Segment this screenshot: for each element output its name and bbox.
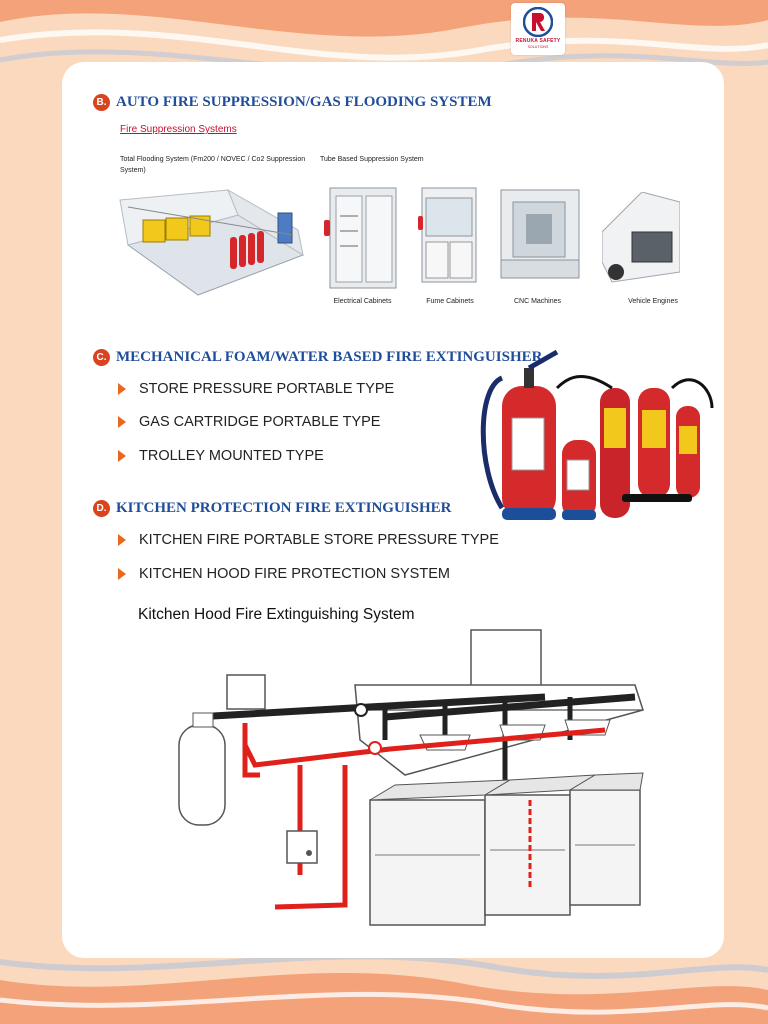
section-c-title: MECHANICAL FOAM/WATER BASED FIRE EXTINGU… [116, 348, 543, 365]
fume-cabinet-image [418, 187, 477, 283]
caption-vehicle-engines: Vehicle Engines [628, 298, 678, 305]
logo-mark-icon [523, 7, 553, 37]
list-item: KITCHEN FIRE PORTABLE STORE PRESSURE TYP… [118, 532, 499, 548]
list-item: KITCHEN HOOD FIRE PROTECTION SYSTEM [118, 566, 450, 582]
kitchen-hood-diagram-title: Kitchen Hood Fire Extinguishing System [138, 606, 415, 623]
bullet-arrow-icon [118, 383, 126, 395]
vehicle-engine-image [602, 192, 680, 283]
list-item: STORE PRESSURE PORTABLE TYPE [118, 381, 394, 397]
tube-based-label: Tube Based Suppression System [320, 156, 424, 163]
section-d-badge: D. [93, 499, 110, 517]
section-b-subtitle: Fire Suppression Systems [120, 124, 237, 135]
bullet-arrow-icon [118, 416, 126, 428]
section-b-badge: B. [93, 93, 110, 111]
total-flooding-room-image [119, 188, 305, 296]
kitchen-hood-diagram [178, 629, 644, 926]
section-b-heading: B. AUTO FIRE SUPPRESSION/GAS FLOODING SY… [93, 91, 492, 113]
logo-brand: RENUKA SAFETY [515, 38, 561, 44]
bullet-arrow-icon [118, 534, 126, 546]
bullet-arrow-icon [118, 450, 126, 462]
section-c-badge: C. [93, 348, 110, 366]
list-item: GAS CARTRIDGE PORTABLE TYPE [118, 414, 380, 430]
logo-sub: SOLUTIONS [527, 45, 549, 49]
cnc-machine-image [500, 189, 580, 279]
company-logo: RENUKA SAFETY SOLUTIONS [511, 3, 565, 55]
section-d-heading: D. KITCHEN PROTECTION FIRE EXTINGUISHER [93, 497, 451, 519]
caption-electrical-cabinets: Electrical Cabinets [333, 298, 392, 305]
fire-extinguishers-image [480, 349, 714, 520]
total-flooding-label: Total Flooding System (Fm200 / NOVEC / C… [120, 156, 306, 174]
caption-fume-cabinets: Fume Cabinets [426, 298, 474, 305]
section-d-title: KITCHEN PROTECTION FIRE EXTINGUISHER [116, 499, 452, 516]
caption-cnc-machines: CNC Machines [513, 298, 562, 305]
section-b-title: AUTO FIRE SUPPRESSION/GAS FLOODING SYSTE… [116, 93, 492, 110]
section-c-heading: C. MECHANICAL FOAM/WATER BASED FIRE EXTI… [93, 346, 542, 368]
electrical-cabinet-image [324, 187, 397, 289]
list-item: TROLLEY MOUNTED TYPE [118, 448, 324, 464]
bullet-arrow-icon [118, 568, 126, 580]
